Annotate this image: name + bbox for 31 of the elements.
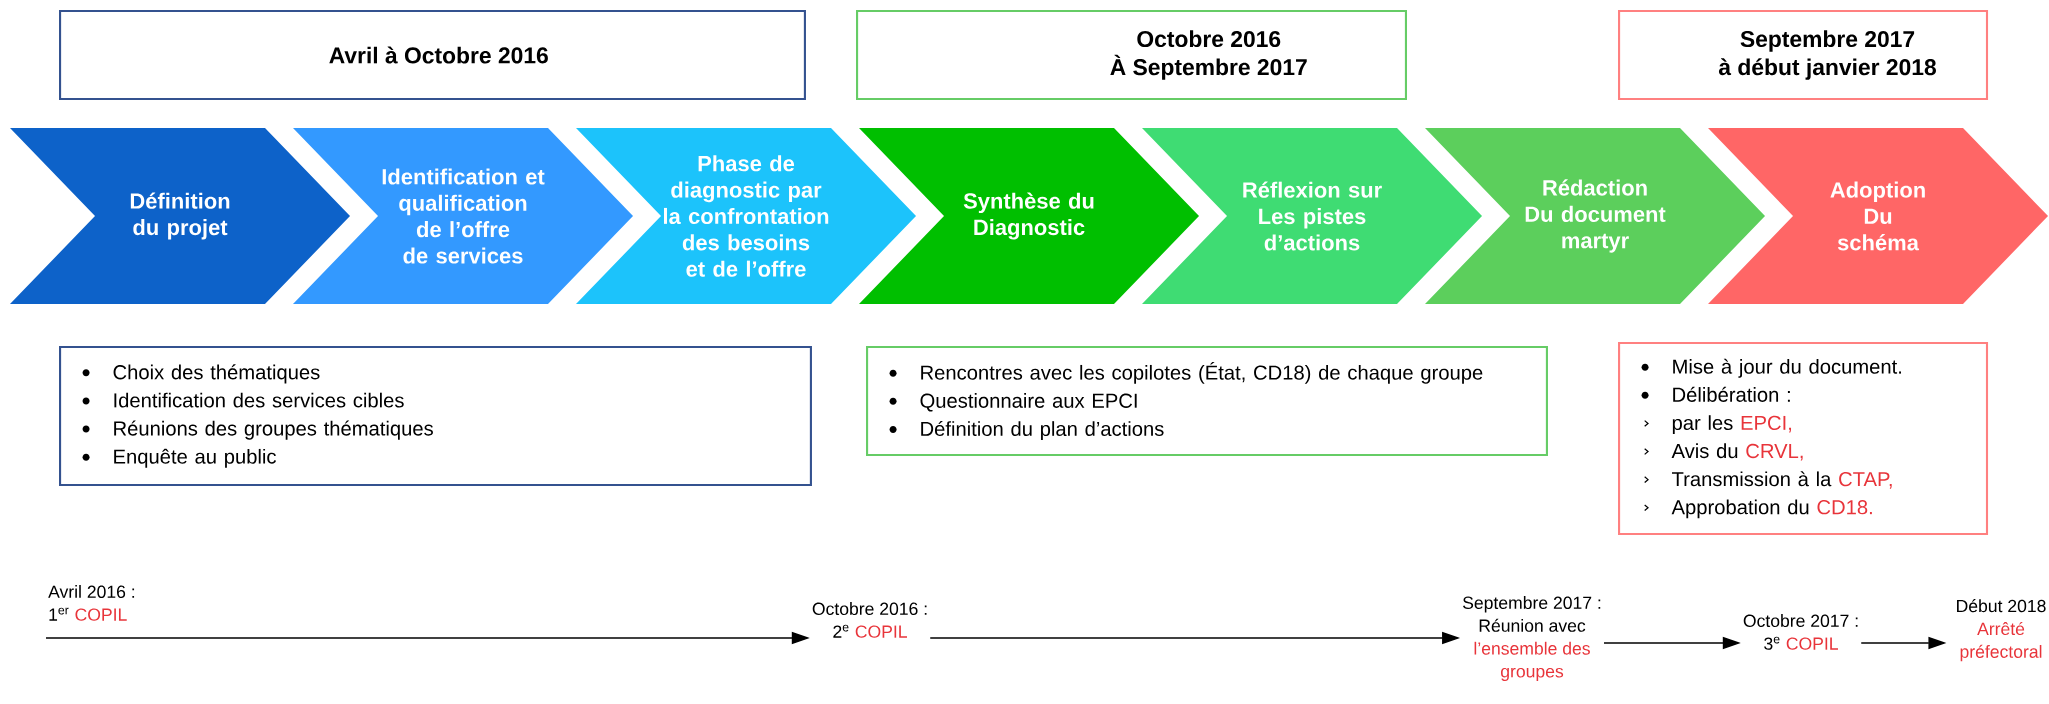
milestone-label: Début 2018 Arrêté préfectoral bbox=[1957, 599, 2046, 662]
period-box: Septembre 2017 à début janvier 2018 bbox=[1618, 10, 1989, 101]
list-item: Délibération : bbox=[1641, 386, 1790, 402]
list-item: Définition du plan d’actions bbox=[889, 420, 1164, 440]
period-box: Octobre 2016 À Septembre 2017 bbox=[856, 10, 1407, 101]
list-item: Approbation du CD18. bbox=[1644, 499, 1872, 519]
process-step: Rédaction Du document martyr bbox=[1425, 128, 1765, 304]
period-box: Avril à Octobre 2016 bbox=[59, 10, 806, 101]
process-step: Phase de diagnostic par la confrontation des besoins et de l’offre bbox=[576, 128, 916, 304]
bullet-list-box bbox=[59, 346, 812, 487]
list-item: Rencontres avec les copilotes (État, CD18) de chaque groupe bbox=[889, 362, 1483, 384]
process-step: Synthèse du Diagnostic bbox=[859, 128, 1199, 304]
process-step: Réflexion sur Les pistes d’actions bbox=[1142, 128, 1482, 304]
milestone-label: Octobre 2016 : 2$^{e}$ COPIL bbox=[812, 602, 927, 638]
list-item: Transmission à la CTAP, bbox=[1644, 471, 1892, 489]
process-step: Adoption Du schéma bbox=[1708, 128, 2048, 304]
bullet-list-box bbox=[1618, 342, 1989, 536]
process-step: Définition du projet bbox=[10, 128, 350, 304]
milestone-label: Septembre 2017 : Réunion avec l’ensemble des groupes bbox=[1463, 596, 1601, 681]
list-item: Enquête au public bbox=[82, 448, 276, 468]
list-item: Identification des services cibles bbox=[82, 392, 404, 408]
list-item: par les EPCI, bbox=[1644, 415, 1791, 434]
milestone-label: Avril 2016 : 1$^{er}$ COPIL bbox=[48, 585, 135, 621]
list-item: Mise à jour du document. bbox=[1641, 358, 1901, 378]
list-item: Avis du CRVL, bbox=[1644, 443, 1803, 461]
list-item: Réunions des groupes thématiques bbox=[82, 420, 433, 440]
list-item: Choix des thématiques bbox=[82, 364, 320, 384]
process-step: Identification et qualification de l’offre de services bbox=[293, 128, 633, 304]
list-item: Questionnaire aux EPCI bbox=[889, 393, 1137, 412]
bullet-list-box bbox=[866, 346, 1548, 457]
milestone-label: Octobre 2017 : 3$^{e}$ COPIL bbox=[1743, 614, 1858, 650]
